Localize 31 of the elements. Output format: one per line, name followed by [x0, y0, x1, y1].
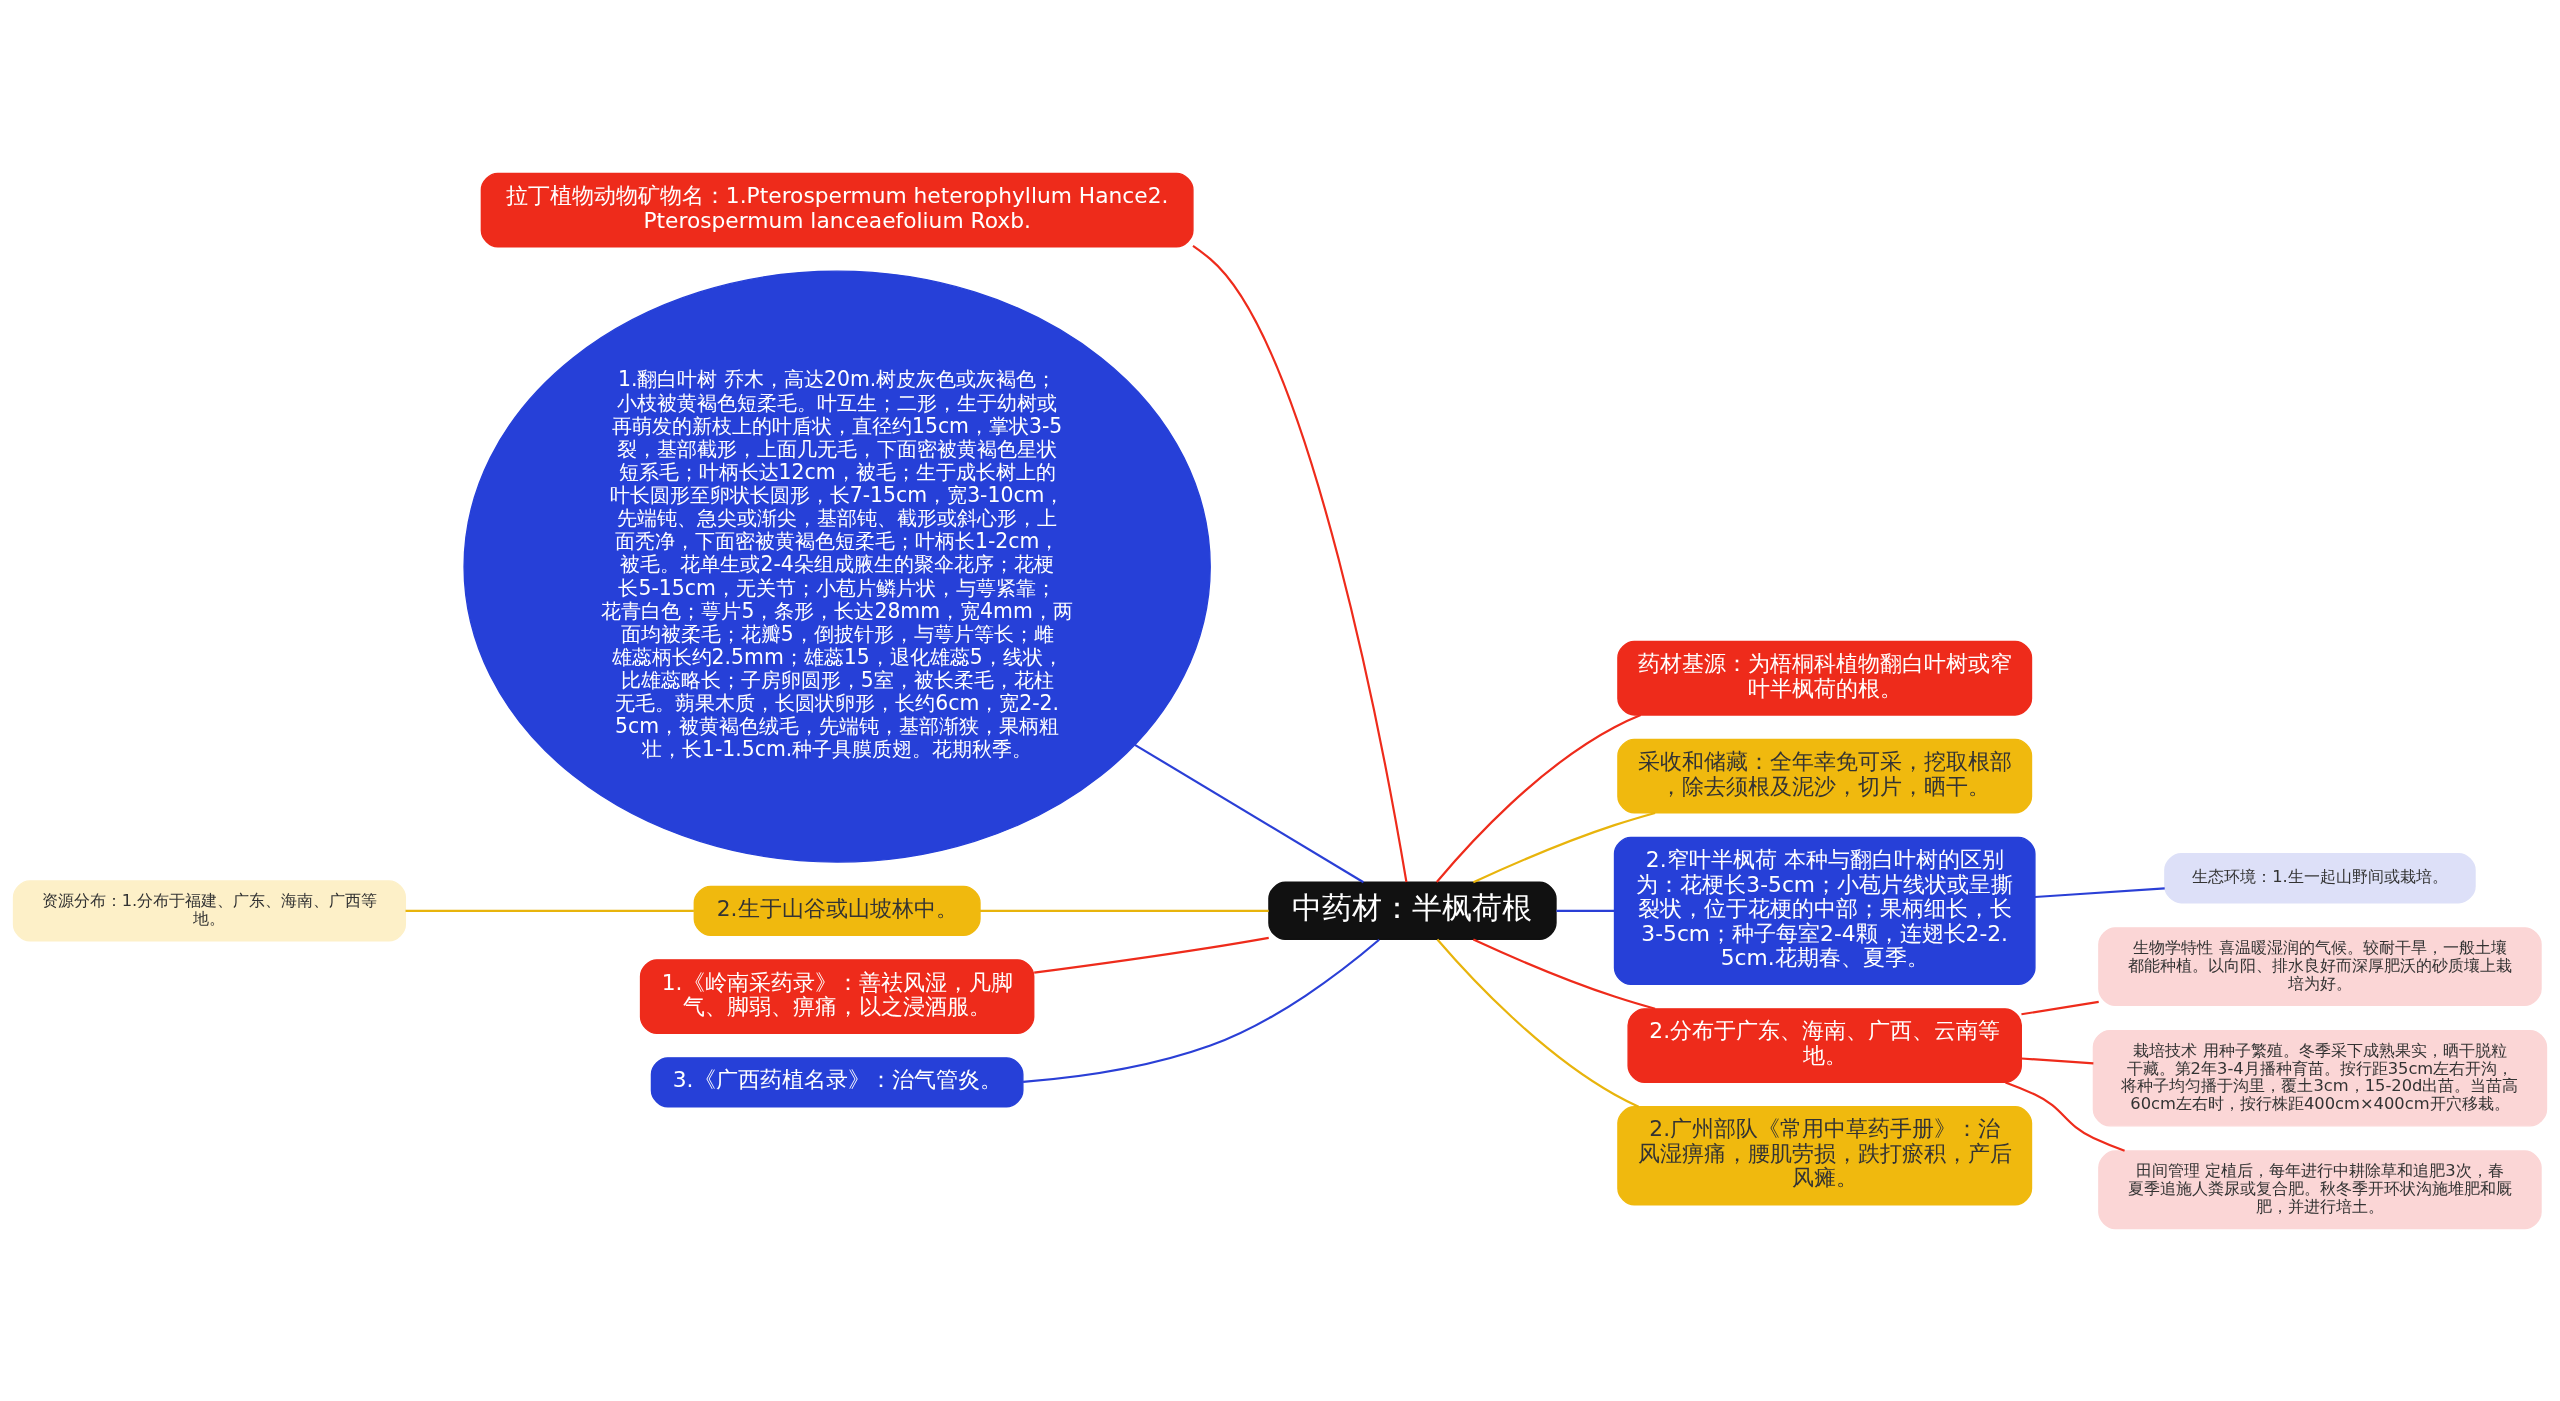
node-box: 2.广州部队《常用中草药手册》：治风湿痹痛，腰肌劳损，跌打瘀积，产后风瘫。 [1617, 1105, 2033, 1205]
connector [1436, 938, 1640, 1108]
node-box: 3.《广西药植名录》：治气管炎。 [650, 1056, 1024, 1107]
node-ellipse: 1.翻白叶树 乔木，高达20m.树皮灰色或灰褐色；小枝被黄褐色短柔毛。叶互生；二形，生于幼树或再萌发的新枝上的叶盾状，直径约15cm，掌状3-5裂，基部截形，上面几无毛，下面密被黄褐色星状短系毛；叶柄长达12cm，被毛；生于成长树上的叶长圆形至卵状长圆形，长7-15cm，宽3-10cm，先端钝、急尖或渐尖，基部钝、截形或斜心形，上面秃净，下面密被黄褐色短柔毛；叶柄长1-2cm，被毛。花单生或2-4朵组成腋生的聚伞花序；花梗长5-15cm，无关节；小苞片鳞片状，与萼紧靠；花青白色；萼片5，条形，长达28mm，宽4mm，两面均被柔毛；花瓣5，倒披针形，与萼片等长；雌雄蕊柄长约2.5mm；雄蕊15，退化雄蕊5，线状，比雄蕊略长；子房卵圆形，5室，被长柔毛，花柱无毛。蒴果木质，长圆状卵形，长约6cm，宽2-2.5cm，被黄褐色绒毛，先端钝，基部渐狭，果柄粗壮，长1-1.5cm.种子具膜质翅。花期秋季。 [463, 270, 1211, 863]
connector [1192, 244, 1408, 882]
node-box: 田间管理 定植后，每年进行中耕除草和追肥3次，春夏季追施人粪尿或复合肥。秋冬季开环状沟施堆肥和厩肥，并进行培土。 [2098, 1149, 2542, 1229]
node-box: 2.分布于广东、海南、广西、云南等地。 [1627, 1007, 2022, 1083]
node-box: 2.生于山谷或山坡林中。 [693, 885, 981, 936]
connector [1556, 909, 1615, 912]
node-box: 中药材：半枫荷根 [1268, 881, 1557, 940]
connector [2021, 1000, 2099, 1015]
node-box: 2.窄叶半枫荷 本种与翻白叶树的区别为：花梗长3-5cm；小苞片线状或呈撕裂状，位于花梗的中部；果柄细长，长3-5cm；种子每室2-4颗，连翅长2-2.5cm.花期春、夏季。 [1613, 836, 2036, 985]
connector [1472, 938, 1656, 1010]
connector [2005, 1080, 2125, 1152]
node-box: 生态环境：1.生一起山野间或栽培。 [2164, 852, 2476, 903]
connector [1023, 938, 1380, 1083]
node-box: 拉丁植物动物矿物名：1.Pterospermum heterophyllum Hance2.Pterospermum lanceaefolium Roxb. [480, 172, 1194, 248]
connector [1034, 936, 1269, 974]
node-box: 栽培技术 用种子繁殖。冬季采下成熟果实，晒干脱粒干藏。第2年3-4月播种育苗。按行距35cm左右开沟，将种子均匀播于沟里，覆土3cm，15-20d出苗。当苗高60cm左右时，按行株距400cm×400cm开穴移栽。 [2092, 1029, 2548, 1126]
node-box: 1.《岭南采药录》：善祛风湿，凡脚气、脚弱、痹痛，以之浸酒服。 [639, 958, 1035, 1034]
connector [1435, 713, 1642, 883]
connector [2021, 1056, 2094, 1064]
connector [2034, 886, 2165, 898]
node-box: 采收和储藏：全年幸免可采，挖取根部，除去须根及泥沙，切片，晒干。 [1617, 738, 2033, 814]
node-box: 资源分布：1.分布于福建、广东、海南、广西等地。 [12, 879, 407, 941]
node-box: 药材基源：为梧桐科植物翻白叶树或窄叶半枫荷的根。 [1617, 640, 2033, 716]
connector [980, 909, 1269, 912]
node-box: 生物学特性 喜温暖湿润的气候。较耐干旱，一般土壤都能种植。以向阳、排水良好而深厚肥沃的砂质壤上栽培为好。 [2098, 926, 2542, 1006]
connector [1472, 811, 1656, 883]
connector [1134, 743, 1364, 883]
connector [405, 909, 694, 912]
